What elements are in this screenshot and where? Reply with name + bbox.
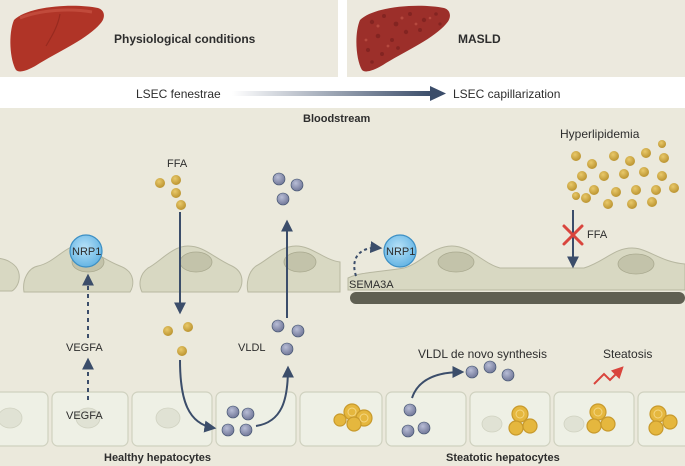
steatosis-label: Steatosis bbox=[603, 347, 653, 361]
header-left-title: Physiological conditions bbox=[114, 32, 256, 46]
fatty-liver-icon bbox=[356, 5, 450, 72]
vegfa-upper-label: VEGFA bbox=[66, 342, 103, 354]
hyperlipidemia-label: Hyperlipidemia bbox=[560, 127, 640, 141]
vldl-export-arrow bbox=[255, 365, 294, 427]
header-right-title: MASLD bbox=[458, 32, 501, 46]
ffa-right-label: FFA bbox=[587, 229, 608, 241]
vldl-particles-blood bbox=[272, 172, 304, 206]
nrp1-receptor-left bbox=[69, 234, 103, 268]
transition-to-label: LSEC capillarization bbox=[453, 87, 561, 101]
nrp1-right-label: NRP1 bbox=[386, 246, 416, 258]
healthy-hepatocytes-label: Healthy hepatocytes bbox=[104, 452, 211, 464]
vldl-particles-synthesis bbox=[401, 360, 515, 438]
basement-membrane bbox=[350, 292, 685, 304]
lipid-droplet-highlights bbox=[347, 407, 663, 423]
ffa-particles-left bbox=[155, 175, 193, 356]
bloodstream-label: Bloodstream bbox=[303, 113, 371, 125]
liver-icon bbox=[10, 5, 104, 72]
vldl-particles-mid bbox=[271, 319, 305, 356]
transition-arrow bbox=[232, 91, 432, 96]
lipid-droplets bbox=[333, 403, 678, 436]
vegfa-lower-label: VEGFA bbox=[66, 410, 103, 422]
vldl-label: VLDL bbox=[238, 342, 266, 354]
vldl-particles-hepatocyte bbox=[221, 405, 255, 437]
transition-arrowhead bbox=[430, 86, 446, 101]
nrp1-left-label: NRP1 bbox=[72, 246, 102, 258]
hepatocyte-nuclei bbox=[0, 407, 585, 433]
lsec-layer bbox=[0, 245, 685, 293]
transition-from-label: LSEC fenestrae bbox=[136, 87, 221, 101]
ffa-particles-hyperlipidemia bbox=[567, 140, 679, 209]
ffa-to-hepatocyte-arrow bbox=[179, 359, 217, 433]
vldl-synthesis-label: VLDL de novo synthesis bbox=[418, 347, 547, 361]
vldl-synthesis-arrow bbox=[411, 366, 465, 399]
inhibition-x-icon bbox=[562, 224, 584, 246]
trend-up-icon bbox=[593, 366, 624, 385]
sema3a-label: SEMA3A bbox=[349, 279, 394, 291]
nrp1-receptor-right bbox=[383, 234, 417, 268]
steatotic-hepatocytes-label: Steatotic hepatocytes bbox=[446, 452, 560, 464]
ffa-left-label: FFA bbox=[167, 158, 188, 170]
